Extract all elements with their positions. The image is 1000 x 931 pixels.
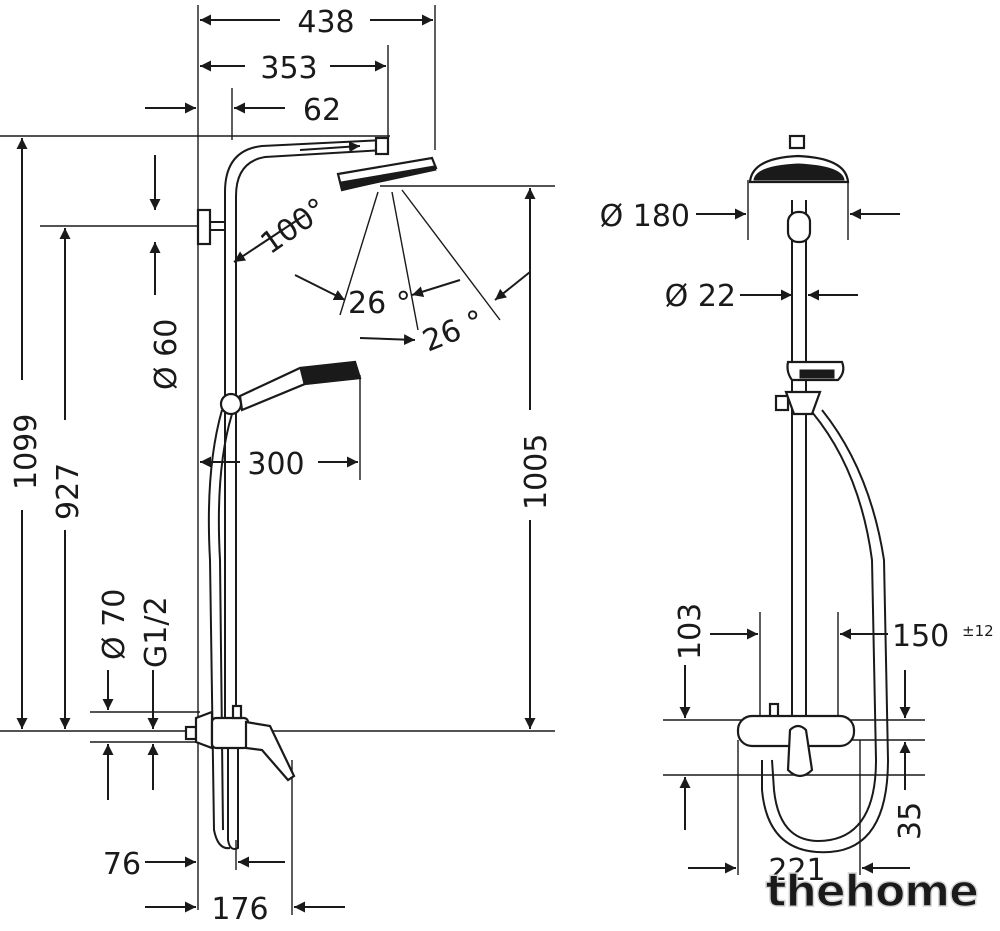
dim-176: 176 (211, 892, 268, 927)
spray-angle-rays (339, 189, 501, 331)
dim-1005: 1005 (519, 434, 554, 510)
dim-150: 150 (892, 619, 949, 654)
extension-lines (0, 5, 555, 915)
hand-shower (219, 360, 362, 416)
dim-26-degrees-b: 26 ° (418, 303, 489, 359)
dim-353: 353 (260, 51, 317, 86)
side-hose (761, 409, 890, 854)
mixer-valve (184, 704, 296, 850)
side-view: Ø 180 Ø 22 103 150 ±12 35 221 (600, 134, 994, 888)
dim-927: 927 (51, 463, 86, 520)
side-view-labels: Ø 180 Ø 22 103 150 ±12 35 221 (600, 199, 994, 888)
dim-300: 300 (247, 447, 304, 482)
overhead-shower-head (336, 156, 438, 192)
dim-diameter-70: Ø 70 (97, 589, 132, 660)
shower-column (224, 136, 390, 730)
dimension-lines (16, 14, 536, 913)
wall-bracket (196, 208, 226, 246)
front-view: 438 353 62 100° 26 ° 26 ° Ø 60 1099 927 … (0, 5, 555, 927)
dim-35: 35 (893, 802, 928, 840)
dim-1099: 1099 (9, 414, 44, 490)
side-overhead-shower-head (748, 154, 850, 184)
dim-221: 221 (768, 853, 825, 888)
dim-76: 76 (103, 847, 141, 882)
dim-150-tolerance: ±12 (962, 622, 994, 640)
side-dimension-lines (679, 208, 911, 874)
side-riser-rail (786, 134, 812, 720)
dim-diameter-180: Ø 180 (600, 199, 690, 234)
dim-438: 438 (297, 5, 354, 40)
dim-thread-g1-2: G1/2 (139, 596, 174, 668)
side-hand-shower (774, 360, 845, 416)
watermark-text: thehome (766, 866, 978, 917)
dim-103: 103 (673, 603, 708, 660)
side-mixer-valve (736, 702, 856, 778)
dim-diameter-60: Ø 60 (149, 319, 184, 390)
shower-hose (207, 409, 233, 850)
front-view-labels: 438 353 62 100° 26 ° 26 ° Ø 60 1099 927 … (9, 5, 554, 927)
dim-62: 62 (303, 93, 341, 128)
dim-26-degrees-a: 26 ° (348, 286, 411, 321)
dim-100-degrees: 100° (255, 191, 334, 261)
dim-diameter-22: Ø 22 (665, 279, 736, 314)
